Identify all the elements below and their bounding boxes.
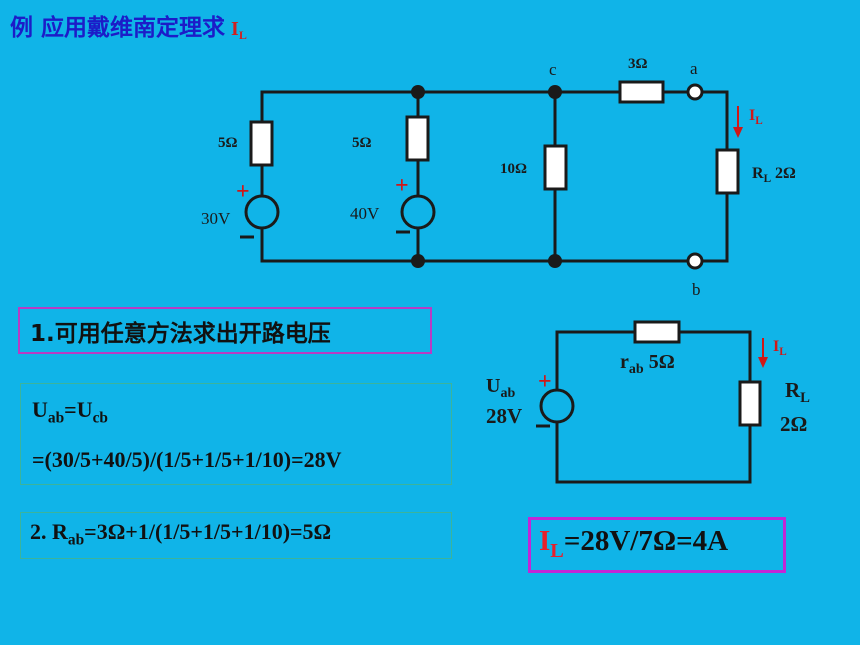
junction-dot: [548, 85, 562, 99]
label-node-a: a: [690, 59, 698, 78]
resistor-r4: [618, 80, 665, 104]
wire-c2-top-right: [680, 330, 752, 381]
resistor-rab: [633, 320, 681, 344]
step2-box: [20, 512, 452, 559]
junction-dot: [411, 85, 425, 99]
wire-bottom: [260, 228, 688, 263]
result-text: IL=28V/7Ω=4A: [539, 525, 729, 562]
current-arrow-c2-icon: [758, 338, 768, 368]
label-rab: rab 5Ω: [620, 351, 675, 377]
equation-box: [20, 383, 452, 485]
result-box: [528, 517, 786, 573]
label-c2-load: RL: [785, 378, 810, 407]
label-node-c: c: [549, 60, 557, 79]
resistor-load: [715, 148, 740, 195]
title-symbol: IL: [231, 18, 247, 42]
resistor-r1: [249, 120, 274, 167]
step2-text: 2. Rab=3Ω+1/(1/5+1/5+1/10)=5Ω: [30, 519, 332, 549]
label-r2: 5Ω: [352, 135, 372, 151]
label-node-b: b: [692, 280, 701, 299]
step1-box: [18, 307, 432, 354]
step1-text: 1.可用任意方法求出开路电压: [30, 321, 331, 347]
junction-dot: [411, 254, 425, 268]
label-v1: 30V: [201, 209, 231, 228]
equation-line-2: =(30/5+40/5)/(1/5+1/5+1/10)=28V: [32, 447, 342, 472]
voltage-source-30v: [244, 194, 280, 230]
resistor-r2: [405, 115, 430, 162]
terminal-b: [686, 252, 704, 270]
label-v2: 40V: [350, 204, 380, 223]
label-load: RL 2Ω: [752, 165, 796, 186]
resistor-c2-load: [738, 380, 762, 427]
label-current-il: IL: [749, 107, 763, 128]
label-r3: 10Ω: [500, 161, 528, 177]
equation-line-1: Uab=Ucb: [32, 397, 108, 427]
wire-c2-top-left: [555, 330, 634, 390]
voltage-source-28v: [539, 388, 575, 424]
voltage-source-40v: [400, 194, 436, 230]
plus-mark-28v: +: [538, 369, 552, 395]
label-r1: 5Ω: [218, 135, 238, 151]
plus-mark-30v: +: [236, 179, 250, 205]
wire-c2-bottom: [555, 422, 752, 484]
junction-dot: [548, 254, 562, 268]
label-r4: 3Ω: [628, 56, 648, 72]
current-arrow-icon: [733, 106, 743, 138]
label-c2-load-value: 2Ω: [780, 412, 808, 436]
label-source-value: 28V: [486, 404, 523, 428]
title-text: 例 应用戴维南定理求: [10, 15, 226, 41]
label-c2-current-il: IL: [773, 338, 787, 359]
resistor-r3: [543, 144, 568, 191]
plus-mark-40v: +: [395, 173, 409, 199]
terminal-a: [686, 83, 704, 101]
label-uab: Uab: [486, 375, 516, 401]
